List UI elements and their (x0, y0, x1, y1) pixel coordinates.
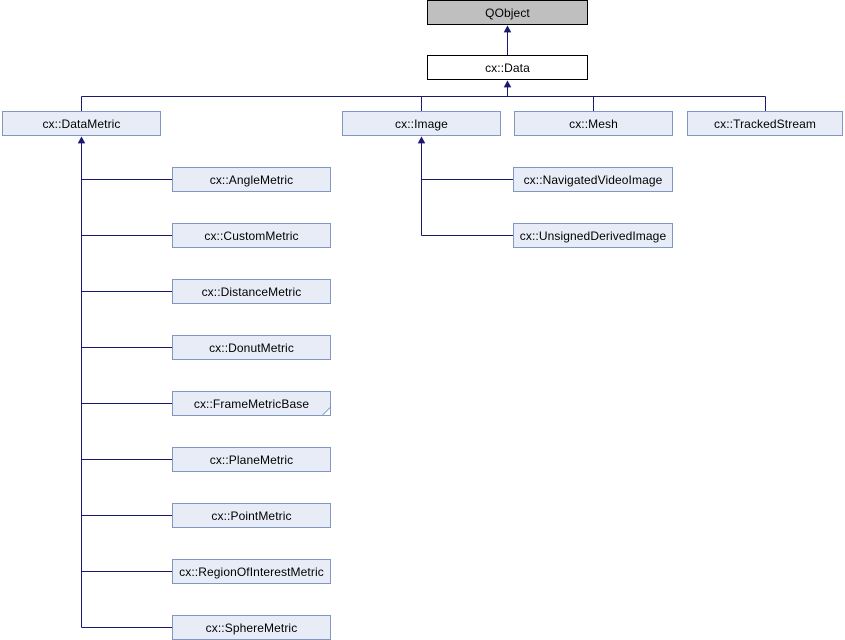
class-node-label: cx::Data (485, 60, 530, 75)
class-node-qobject[interactable]: QObject (427, 0, 588, 25)
class-node-distancemetric[interactable]: cx::DistanceMetric (172, 279, 331, 304)
class-node-label: cx::FrameMetricBase (193, 396, 310, 411)
class-node-label: cx::DonutMetric (209, 340, 294, 355)
class-node-anglemetric[interactable]: cx::AngleMetric (172, 167, 331, 192)
class-node-planemetric[interactable]: cx::PlaneMetric (172, 447, 331, 472)
class-node-navigatedvideo[interactable]: cx::NavigatedVideoImage (513, 167, 673, 192)
class-node-spherematric[interactable]: cx::SphereMetric (172, 615, 331, 640)
class-node-label: cx::PlaneMetric (209, 452, 294, 467)
class-node-mesh[interactable]: cx::Mesh (514, 111, 673, 136)
class-node-label: cx::UnsignedDerivedImage (519, 228, 667, 243)
class-node-label: cx::CustomMetric (204, 228, 299, 243)
class-node-label: cx::DataMetric (42, 116, 121, 131)
class-node-label: cx::Image (395, 116, 448, 131)
class-node-donutmetric[interactable]: cx::DonutMetric (172, 335, 331, 360)
class-node-unsignedderived[interactable]: cx::UnsignedDerivedImage (513, 223, 673, 248)
class-node-label: cx::Mesh (569, 116, 618, 131)
class-node-label: cx::AngleMetric (209, 172, 294, 187)
class-node-label: cx::DistanceMetric (201, 284, 302, 299)
class-node-label: QObject (485, 5, 530, 20)
class-node-datametric[interactable]: cx::DataMetric (2, 111, 161, 136)
class-node-pointmetric[interactable]: cx::PointMetric (172, 503, 331, 528)
class-node-data[interactable]: cx::Data (427, 55, 588, 80)
class-node-custommetric[interactable]: cx::CustomMetric (172, 223, 331, 248)
class-node-label: cx::NavigatedVideoImage (523, 172, 663, 187)
class-node-framemetricbase[interactable]: cx::FrameMetricBase (172, 391, 332, 416)
class-node-regionofinterest[interactable]: cx::RegionOfInterestMetric (172, 559, 331, 584)
class-node-label: cx::SphereMetric (205, 620, 298, 635)
class-node-label: cx::PointMetric (211, 508, 292, 523)
class-node-label: cx::RegionOfInterestMetric (179, 564, 324, 579)
class-node-trackedstream[interactable]: cx::TrackedStream (687, 111, 843, 136)
class-node-label: cx::TrackedStream (714, 116, 816, 131)
class-node-image[interactable]: cx::Image (342, 111, 501, 136)
